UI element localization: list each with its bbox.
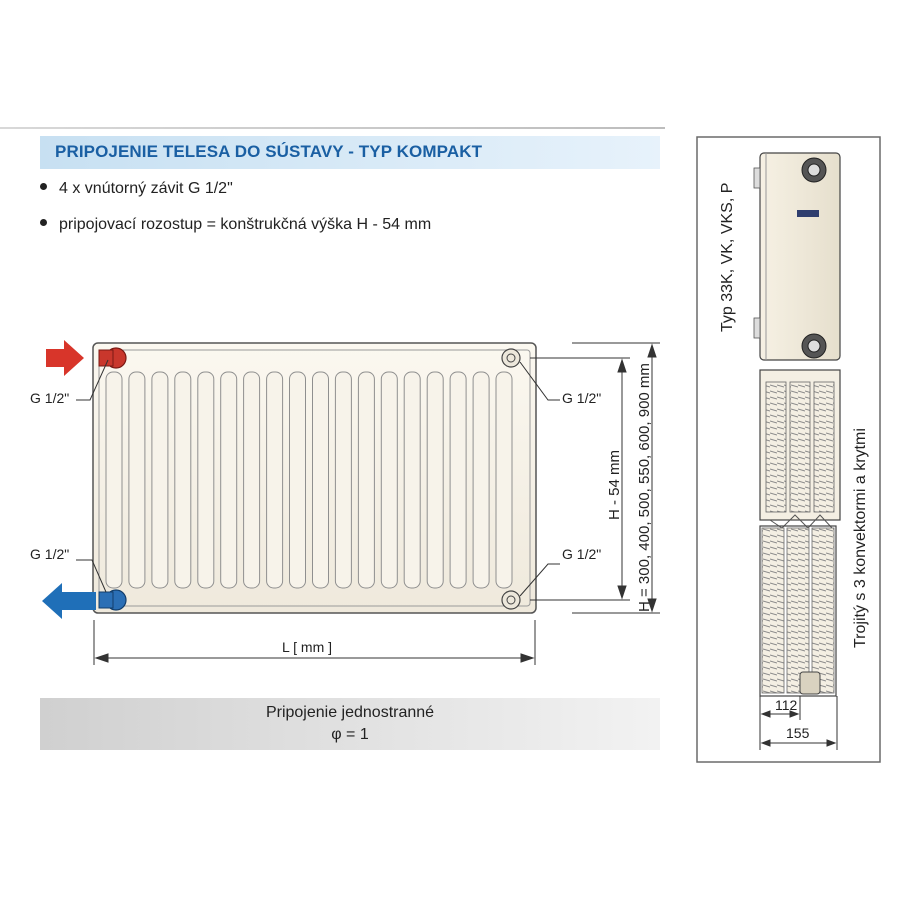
length-dimension	[93, 620, 536, 665]
radiator-front-view	[92, 342, 537, 614]
title-bar	[40, 136, 660, 169]
bullet-text: 4 x vnútorný závit G 1/2"	[59, 180, 233, 197]
radiator-rear-view	[753, 152, 841, 361]
spacing-dimension-label: H - 54 mm	[606, 450, 623, 520]
top-divider	[0, 127, 665, 129]
connection-label-top-right: G 1/2"	[562, 390, 602, 406]
supply-arrow-icon	[46, 340, 84, 376]
length-dimension-label: L [ mm ]	[282, 639, 333, 655]
page-title: PRIPOJENIE TELESA DO SÚSTAVY - TYP KOMPA…	[55, 142, 483, 161]
connection-label-bottom-right: G 1/2"	[562, 546, 602, 562]
bullet-item-thread: 4 x vnútorný závit G 1/2"	[40, 180, 233, 198]
panel-groove	[197, 371, 215, 589]
bullet-dot	[40, 183, 47, 191]
panel-groove	[105, 371, 123, 589]
panel-groove	[357, 371, 375, 589]
panel-groove	[312, 371, 329, 589]
depth-outer-label: 155	[786, 725, 810, 741]
bullet-dot	[40, 219, 47, 227]
panel-groove	[220, 371, 238, 589]
connection-fittings	[98, 347, 521, 611]
panel-groove	[243, 371, 261, 589]
type-label: Typ 33K, VK, VKS, P	[719, 183, 736, 332]
bullet-text: pripojovací rozostup = konštrukčná výška…	[59, 216, 432, 233]
panel-groove	[266, 371, 284, 589]
description-label: Trojitý s 3 konvektormi a krytmi	[852, 428, 869, 648]
footer-bar	[40, 698, 660, 750]
phi-value-label: φ = 1	[331, 726, 369, 743]
radiator-cross-section	[759, 369, 841, 697]
leader-lines	[76, 359, 560, 597]
panel-groove	[495, 371, 513, 589]
panel-groove	[403, 371, 421, 589]
bullet-item-spacing: pripojovací rozostup = konštrukčná výška…	[40, 216, 431, 234]
panel-groove	[380, 371, 398, 589]
panel-groove	[334, 371, 352, 589]
panel-groove	[289, 371, 306, 589]
panel-grooves	[105, 371, 513, 589]
depth-dimensions	[759, 696, 838, 750]
panel-groove	[128, 371, 146, 589]
connection-type-label: Pripojenie jednostranné	[265, 704, 435, 721]
connection-label-top-left: G 1/2"	[30, 390, 70, 406]
panel-groove	[449, 371, 467, 589]
panel-groove	[151, 371, 169, 589]
height-dimension-label: H = 300, 400, 500, 550, 600, 900 mm	[636, 363, 653, 612]
depth-inner-label: 112	[775, 697, 798, 713]
panel-groove	[426, 371, 444, 589]
connection-label-bottom-left: G 1/2"	[30, 546, 70, 562]
return-arrow-icon	[42, 583, 96, 619]
panel-groove	[174, 371, 192, 589]
panel-groove	[472, 371, 490, 589]
height-dimensions	[530, 342, 660, 614]
